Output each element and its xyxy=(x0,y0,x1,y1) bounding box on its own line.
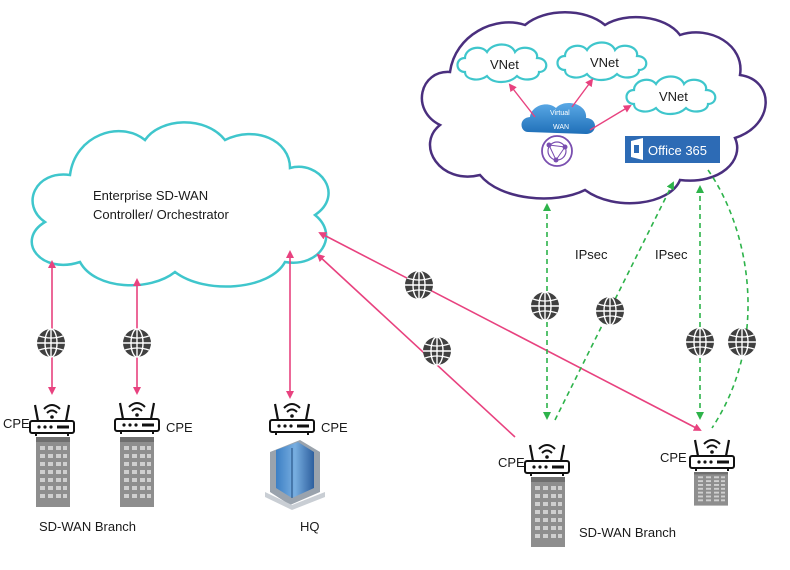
cpe-router-icon xyxy=(688,438,736,473)
internet-globe-icon xyxy=(404,270,434,300)
vwan-vnet-link xyxy=(508,83,536,118)
internet-globe-icon xyxy=(595,296,625,326)
hq-label: HQ xyxy=(300,519,320,534)
office365-label: Office 365 xyxy=(648,143,707,158)
office365-logo: Office 365 xyxy=(625,136,720,163)
cpe-router-icon xyxy=(268,402,316,437)
virtual-wan-label: WAN xyxy=(553,124,569,131)
ipsec-link xyxy=(554,181,674,421)
branch-building-icon xyxy=(531,477,565,547)
internet-globe-icon xyxy=(36,328,66,358)
cpe-label: CPE xyxy=(321,420,348,435)
internet-globe-icon xyxy=(122,328,152,358)
vnet-label: VNet xyxy=(490,57,519,72)
cpe-router-icon xyxy=(28,403,76,438)
branch-building-icon xyxy=(36,437,70,507)
vnet-cloud-2: VNet xyxy=(556,41,648,82)
virtual-wan-label: Virtual xyxy=(550,110,570,117)
vnet-label: VNet xyxy=(590,55,619,70)
cpe-router-icon xyxy=(113,401,161,436)
vnet-cloud-1: VNet xyxy=(456,43,548,84)
controller-label-line-2: Controller/ Orchestrator xyxy=(93,207,229,222)
cpe-label: CPE xyxy=(660,450,687,465)
control-link xyxy=(318,232,702,431)
branch-building-icon xyxy=(694,472,728,506)
ipsec-link xyxy=(707,169,749,429)
vnet-label: VNet xyxy=(659,89,688,104)
internet-globe-icon xyxy=(685,327,715,357)
controller-label-line-1: Enterprise SD-WAN xyxy=(93,188,208,203)
internet-globe-icon xyxy=(422,336,452,366)
cpe-label: CPE xyxy=(498,455,525,470)
hq-building-icon xyxy=(265,440,325,510)
right-branch-label: SD-WAN Branch xyxy=(579,525,676,540)
internet-globe-icon xyxy=(530,291,560,321)
vwan-vnet-link xyxy=(589,104,632,131)
cpe-label: CPE xyxy=(3,416,30,431)
azure-cloud xyxy=(420,11,767,205)
vwan-vnet-link xyxy=(571,78,594,108)
branch-building-icon xyxy=(120,437,154,507)
internet-globe-icon xyxy=(727,327,757,357)
vnet-cloud-3: VNet xyxy=(625,75,717,116)
ipsec-label: IPsec xyxy=(655,247,688,262)
cpe-router-icon xyxy=(523,443,571,478)
left-branch-label: SD-WAN Branch xyxy=(39,519,136,534)
virtual-wan-icon: Virtual WAN xyxy=(521,103,595,167)
controller-cloud xyxy=(30,121,330,288)
ipsec-label: IPsec xyxy=(575,247,608,262)
cpe-label: CPE xyxy=(166,420,193,435)
